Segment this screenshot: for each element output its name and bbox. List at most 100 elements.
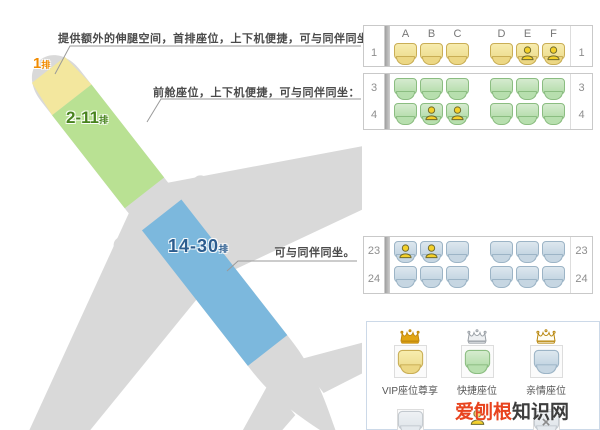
seat-row: [394, 103, 566, 125]
occupant-icon: [547, 46, 560, 61]
airplane-silhouette: [22, 55, 362, 430]
seat-cushion: [396, 116, 415, 125]
legend-seat-box: [393, 345, 427, 378]
seat-available[interactable]: [542, 266, 565, 288]
seat-available[interactable]: [516, 266, 539, 288]
seat-available[interactable]: [397, 410, 423, 430]
seat-available[interactable]: [516, 78, 539, 100]
aisle-gap: [472, 241, 487, 263]
seat-cushion: [492, 56, 511, 65]
band-label-row-1: 1排: [33, 55, 51, 72]
right-engine: [190, 175, 225, 214]
band-rows-2-11: [52, 84, 165, 209]
seat-cushion: [518, 279, 537, 288]
seat-available[interactable]: [490, 241, 513, 263]
seat-cushion: [492, 279, 511, 288]
legend-items-row: VIP座位尊享快捷座位 亲情座位: [367, 322, 599, 397]
gold-crown-icon: [400, 329, 420, 344]
silver-crown-icon: [467, 329, 487, 344]
seat-cushion: [448, 56, 467, 65]
left-wing: [22, 212, 197, 430]
seat-cushion: [544, 91, 563, 100]
seat-occupied[interactable]: [446, 103, 469, 125]
seat-area: [390, 237, 570, 293]
seat-occupied[interactable]: [420, 103, 443, 125]
seat-cushion: [518, 91, 537, 100]
aisle-gap: [472, 43, 487, 65]
callout-first-row: 提供额外的伸腿空间，首排座位，上下机便捷，可与同伴同坐：: [58, 33, 380, 45]
legend-person-icon: [470, 409, 484, 425]
row-number: 24: [367, 273, 381, 285]
seat-cushion: [396, 279, 415, 288]
seat-available[interactable]: [446, 266, 469, 288]
seat-available[interactable]: [490, 43, 513, 65]
seat-occupied[interactable]: [394, 241, 417, 263]
aisle-gap: [472, 103, 487, 125]
seat-available[interactable]: [533, 410, 559, 430]
seat-available[interactable]: [533, 349, 559, 374]
seat-available[interactable]: [394, 43, 417, 65]
seat-available[interactable]: [542, 241, 565, 263]
seat-row: [394, 78, 566, 100]
legend-bottom-row: ×: [373, 408, 599, 430]
seat-occupied[interactable]: [420, 241, 443, 263]
legend-label: 快捷座位: [457, 386, 497, 397]
seat-available[interactable]: [420, 266, 443, 288]
seat-available[interactable]: [542, 78, 565, 100]
seat-cushion: [492, 91, 511, 100]
seat-cushion: [492, 254, 511, 263]
seat-available[interactable]: [420, 78, 443, 100]
seat-occupied[interactable]: [542, 43, 565, 65]
seat-available[interactable]: [464, 349, 490, 374]
legend-seat-unavailable-icon: ×: [532, 409, 560, 430]
seat-available[interactable]: [394, 78, 417, 100]
column-letter: E: [523, 27, 532, 40]
legend-panel: VIP座位尊享快捷座位 亲情座位 ×: [366, 321, 600, 430]
seat-occupied[interactable]: [516, 43, 539, 65]
seat-cushion: [448, 254, 467, 263]
legend-bottom-cell: [373, 408, 447, 430]
column-letter: C: [453, 27, 462, 40]
seat-cushion: [422, 91, 441, 100]
left-engine: [113, 235, 148, 274]
site-watermark: 爱刨根知识网: [455, 397, 569, 424]
legend-label: 亲情座位: [526, 386, 566, 397]
seat-available[interactable]: [446, 43, 469, 65]
seat-available[interactable]: [446, 78, 469, 100]
legend-seat-box: [529, 345, 563, 378]
left-tailplane: [226, 382, 296, 430]
seat-cushion: [535, 363, 557, 374]
header-spacer: [364, 26, 384, 39]
right-tailplane: [297, 336, 362, 393]
column-letter: A: [401, 27, 410, 40]
gold-outline-crown-icon: [536, 329, 556, 344]
row-number: 23: [575, 245, 588, 257]
seat-available[interactable]: [397, 349, 423, 374]
seat-available[interactable]: [420, 43, 443, 65]
seat-available[interactable]: [446, 241, 469, 263]
seat-available[interactable]: [394, 266, 417, 288]
grid-side-bar: [385, 26, 390, 66]
seat-cushion: [544, 279, 563, 288]
seat-cushion: [518, 254, 537, 263]
seat-cushion: [544, 116, 563, 125]
seat-available[interactable]: [490, 103, 513, 125]
row-number: 24: [575, 273, 588, 285]
seat-available[interactable]: [516, 241, 539, 263]
row-number: 4: [578, 109, 585, 122]
seat-available[interactable]: [490, 78, 513, 100]
seat-available[interactable]: [542, 103, 565, 125]
seat-row: [394, 43, 566, 65]
seat-available[interactable]: [394, 103, 417, 125]
seat-available[interactable]: [516, 103, 539, 125]
seat-cushion: [492, 116, 511, 125]
legend-item: VIP座位尊享: [373, 329, 447, 397]
seat-available[interactable]: [490, 266, 513, 288]
occupant-icon: [425, 244, 438, 259]
callout-rear-cabin: 可与同伴同坐。: [274, 247, 355, 259]
seat-cushion: [396, 56, 415, 65]
